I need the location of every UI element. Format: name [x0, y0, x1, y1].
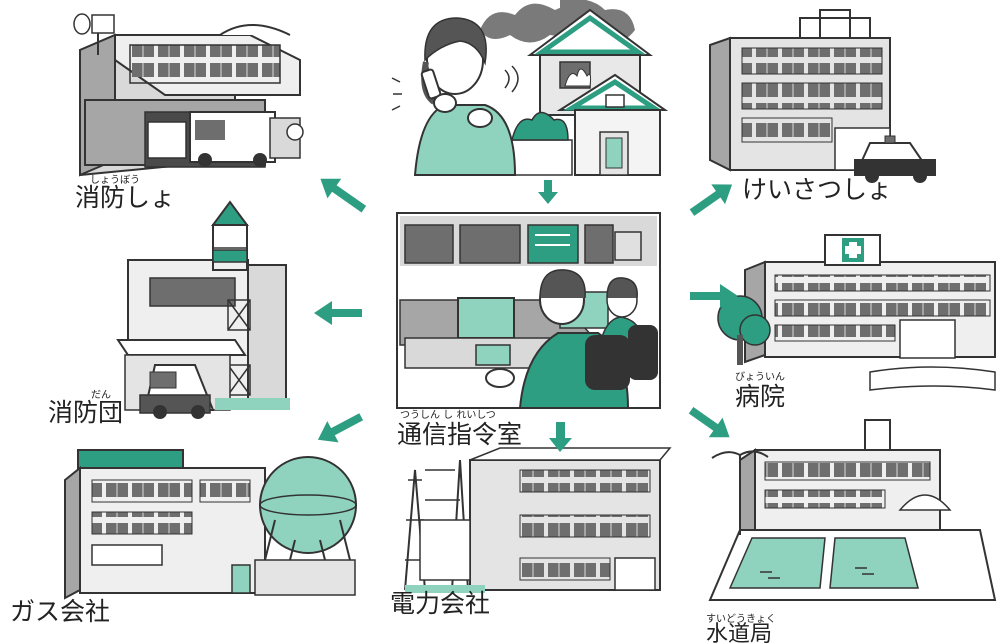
arrow-to-police-icon [689, 184, 733, 216]
fire-station-ruby: しょうぼう [90, 174, 140, 186]
phone-caller-house-fire-icon [391, 0, 669, 176]
gas-company-illustration [64, 449, 357, 600]
fire-station-label: 消防しょ [75, 183, 175, 212]
dispatch-ruby: つうしん し れいしつ [400, 409, 496, 421]
volunteer-label: 消防団 [48, 398, 123, 427]
dispatch-room-illustration [396, 212, 661, 409]
arrows [314, 178, 738, 452]
gas-label: ガス会社 [10, 597, 110, 626]
power-label: 電力会社 [390, 589, 490, 618]
power-company-illustration [404, 447, 672, 593]
arrow-to-hospital-icon [690, 284, 738, 308]
arrow-to-fire-station-icon [320, 178, 367, 213]
arrow-to-volunteer-icon [314, 301, 362, 325]
dispatch-label: 通信指令室 [397, 420, 522, 449]
hospital-ruby: びょういん [735, 371, 785, 383]
water-ruby: すいどうきょく [706, 613, 776, 625]
arrow-to-power-icon [549, 422, 572, 452]
hospital-label: 病院 [735, 382, 785, 411]
police-station-illustration [709, 9, 936, 183]
water-label: 水道局 [706, 622, 772, 643]
arrow-to-water-icon [688, 406, 730, 438]
arrow-caller-to-dispatch-icon [538, 180, 558, 204]
hospital-illustration [717, 234, 996, 391]
waterworks-illustration [708, 419, 997, 601]
volunteer-fire-corps-illustration [116, 200, 290, 419]
fire-station-illustration [73, 13, 304, 177]
police-label: けいさつしょ [742, 175, 892, 204]
volunteer-ruby: だん [91, 389, 111, 401]
arrow-to-gas-icon [317, 413, 364, 443]
